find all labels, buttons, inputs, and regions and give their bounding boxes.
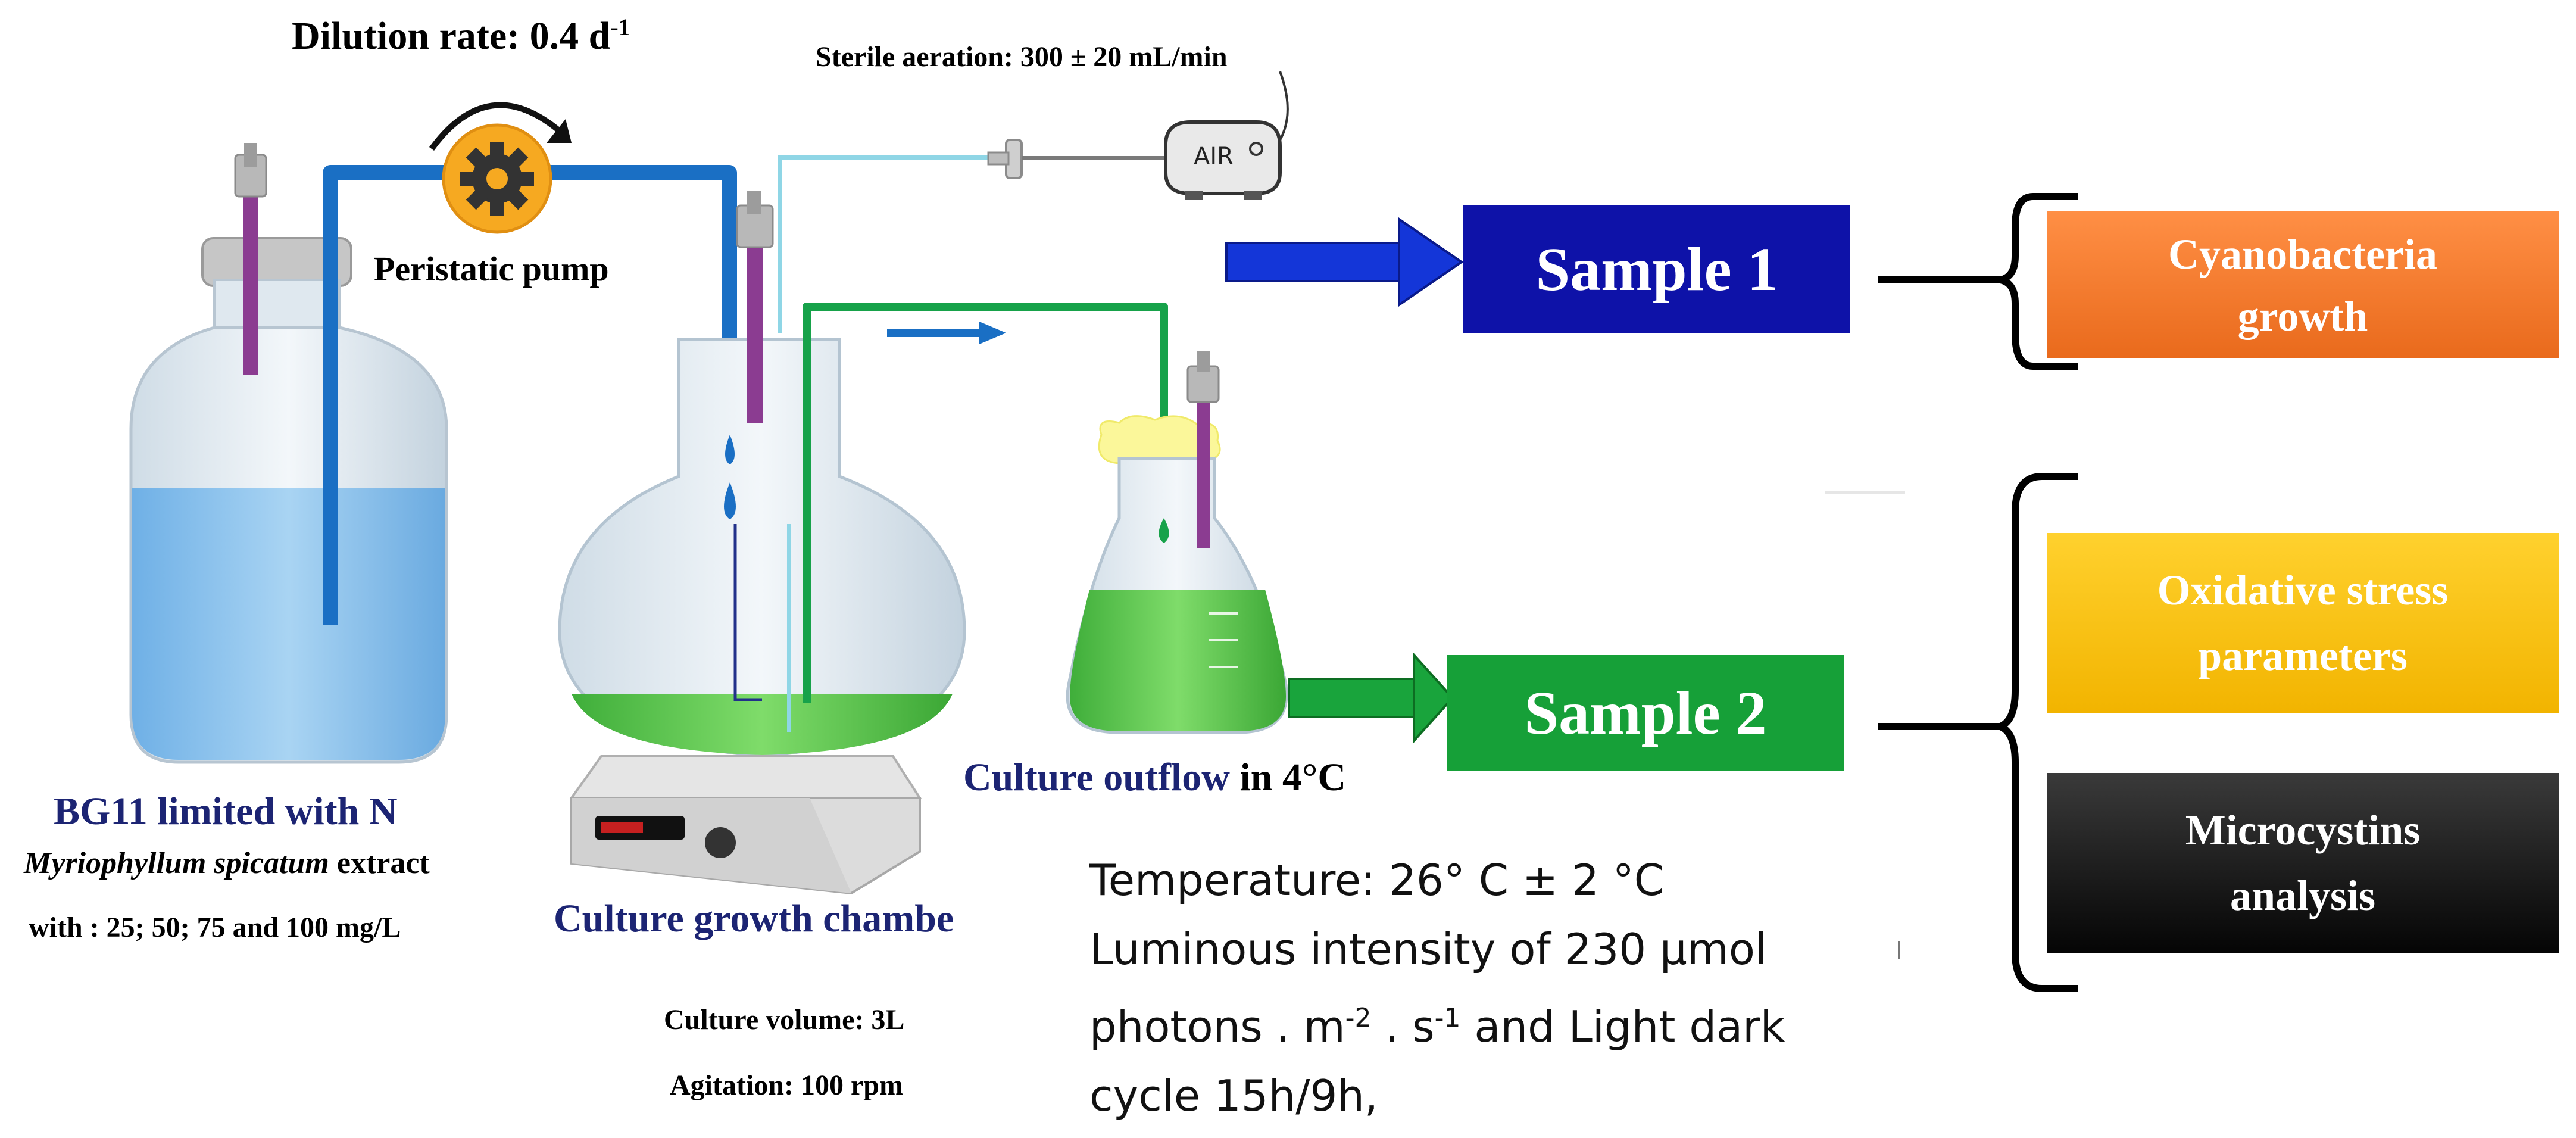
peristaltic-pump-label: Peristatic pump bbox=[374, 250, 609, 288]
conditions-temperature: Temperature: 26° C ± 2 °C bbox=[1089, 855, 1665, 905]
analysis-box-2-bg bbox=[2047, 773, 2559, 953]
conditions-photons: photons . m-2 . s-1 and Light dark bbox=[1089, 1002, 1785, 1052]
arrow-to-sample-2 bbox=[1288, 651, 1454, 744]
sample-1-box-bg bbox=[1463, 205, 1850, 333]
stir-plate-icon bbox=[569, 755, 922, 895]
extract-label: Myriophyllum spicatum extract bbox=[24, 846, 430, 880]
peristaltic-pump bbox=[429, 102, 572, 234]
conditions-luminous: Luminous intensity of 230 µmol bbox=[1089, 924, 1767, 974]
conditions-text: Temperature: 26° C ± 2 °C Luminous inten… bbox=[1089, 846, 1785, 1130]
medium-bottle bbox=[129, 143, 448, 764]
drop-icon bbox=[724, 482, 736, 519]
drop-icon bbox=[1159, 518, 1169, 543]
drop-icon bbox=[725, 435, 735, 464]
air-pump-icon bbox=[1164, 120, 1282, 200]
outflow-label: Culture outflow in 4°C bbox=[963, 755, 1346, 800]
sample-2-box-bg bbox=[1447, 655, 1844, 771]
dilution-rate-label: Dilution rate: 0.4 d-1 bbox=[292, 14, 630, 58]
connectors bbox=[1878, 193, 2078, 992]
sample-2-label: Sample 2 bbox=[1524, 679, 1767, 747]
culture-chamber-flask bbox=[558, 191, 966, 758]
analysis-box-0-bg bbox=[2047, 211, 2559, 358]
flow-arrow-icon bbox=[887, 322, 1006, 344]
sample-1-label: Sample 1 bbox=[1535, 235, 1778, 304]
conditions-cycle: cycle 15h/9h, bbox=[1089, 1071, 1378, 1121]
gear-icon bbox=[460, 142, 534, 216]
outflow-tube bbox=[803, 303, 1168, 703]
arrow-to-sample-1 bbox=[1225, 217, 1464, 307]
culture-volume-label: Culture volume: 3L bbox=[664, 1004, 905, 1036]
rotation-arrow-icon bbox=[429, 102, 562, 151]
medium-title: BG11 limited with N bbox=[54, 790, 398, 833]
aeration-line bbox=[778, 71, 1289, 333]
sterile-aeration-label: Sterile aeration: 300 ± 20 mL/min bbox=[816, 41, 1228, 73]
air-pump-label: AIR bbox=[1194, 143, 1234, 170]
extract-concentrations: with : 25; 50; 75 and 100 mg/L bbox=[29, 912, 401, 943]
chamber-title: Culture growth chambe bbox=[554, 897, 954, 940]
sample-2-box: Sample 2 bbox=[1447, 655, 1844, 771]
sample-1-box: Sample 1 bbox=[1463, 205, 1850, 333]
analysis-box-1-bg bbox=[2047, 533, 2559, 713]
outflow-temp: in 4°C bbox=[1229, 756, 1347, 799]
outflow-title: Culture outflow bbox=[963, 756, 1230, 799]
extract-species: Myriophyllum spicatum bbox=[24, 846, 329, 880]
agitation-label: Agitation: 100 rpm bbox=[670, 1070, 903, 1101]
outflow-flask bbox=[1066, 351, 1288, 734]
